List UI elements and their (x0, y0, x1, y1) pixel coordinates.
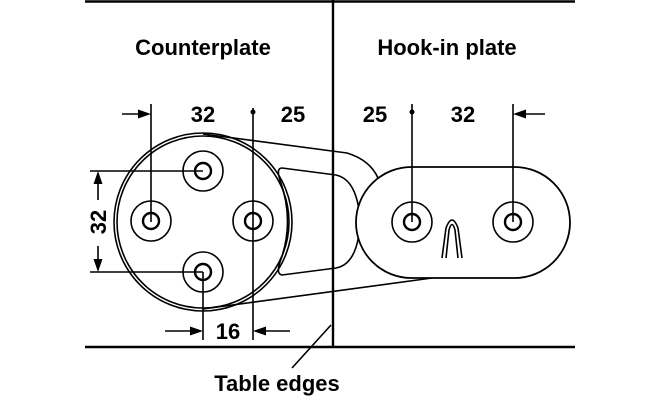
dim-hook-25: 25 (363, 102, 387, 127)
dim-counterplate-25: 25 (281, 102, 305, 127)
dim-16: 16 (216, 319, 240, 344)
hook-in-plate (355, 166, 571, 279)
dimension-lines (90, 104, 545, 369)
table-edges-leader-line (291, 324, 332, 369)
hook-icon (441, 219, 463, 259)
table-edges-label: Table edges (214, 371, 340, 396)
dim-vertical-32: 32 (86, 210, 111, 234)
hook-in-plate-label: Hook-in plate (377, 35, 516, 60)
dim-counterplate-32: 32 (191, 102, 215, 127)
dim-hook-32: 32 (451, 102, 475, 127)
counterplate-label: Counterplate (135, 35, 271, 60)
